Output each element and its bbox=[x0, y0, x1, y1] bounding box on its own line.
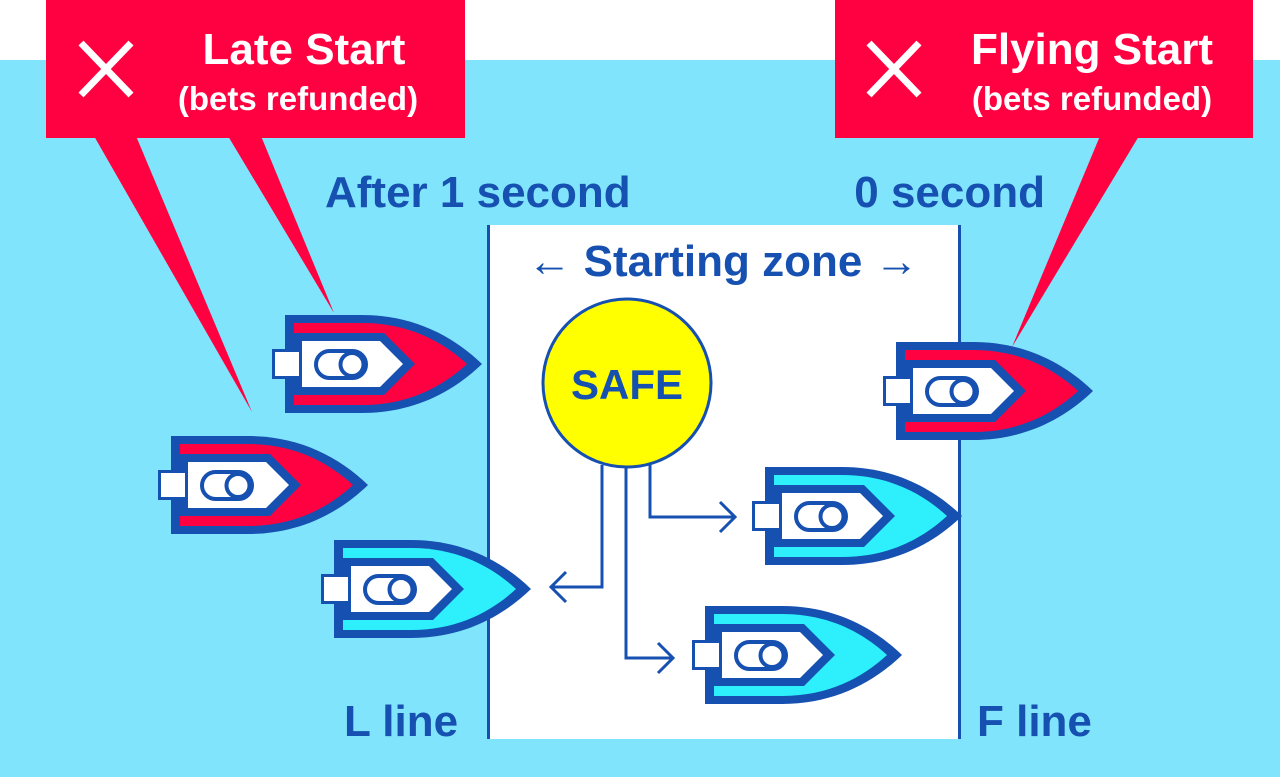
safe-boat-1 bbox=[321, 540, 531, 638]
arrow-to-safe-boat-1 bbox=[552, 465, 604, 589]
safe-label: SAFE bbox=[571, 361, 683, 408]
late-boat-1 bbox=[272, 315, 482, 413]
arrow-to-safe-boat-2 bbox=[648, 465, 735, 519]
arrow-to-safe-boat-3 bbox=[624, 465, 673, 660]
flying-start-callout: Flying Start (bets refunded) bbox=[835, 0, 1253, 347]
f-line-label: F line bbox=[977, 697, 1092, 746]
starting-zone-label: ← Starting zone → bbox=[527, 237, 918, 286]
boat-hull bbox=[752, 467, 962, 565]
zero-second-label: 0 second bbox=[854, 168, 1045, 217]
late-start-subtitle: (bets refunded) bbox=[178, 80, 418, 117]
after-one-second-label: After 1 second bbox=[325, 168, 631, 217]
callout-pointer bbox=[228, 136, 334, 313]
late-boat-2 bbox=[158, 436, 368, 534]
safe-boat-3 bbox=[692, 606, 902, 704]
late-start-title: Late Start bbox=[203, 25, 406, 74]
flying-boat bbox=[883, 342, 1093, 440]
flying-start-title: Flying Start bbox=[971, 25, 1213, 74]
l-line-label: L line bbox=[344, 697, 458, 746]
boat-hull bbox=[692, 606, 902, 704]
arrow-head-right-lower bbox=[656, 641, 676, 675]
boat-hull bbox=[158, 436, 368, 534]
boat-hull bbox=[272, 315, 482, 413]
arrow-head-right-upper bbox=[718, 500, 738, 534]
late-start-callout: Late Start (bets refunded) bbox=[46, 0, 465, 412]
arrow-head-left bbox=[548, 570, 568, 604]
boat-hull bbox=[883, 342, 1093, 440]
callout-box bbox=[835, 0, 1253, 138]
flying-start-subtitle: (bets refunded) bbox=[972, 80, 1212, 117]
cross-icon bbox=[78, 40, 134, 98]
boat-hull bbox=[321, 540, 531, 638]
cross-icon bbox=[866, 40, 922, 98]
callout-box bbox=[46, 0, 465, 138]
callout-pointer bbox=[1012, 136, 1139, 347]
safe-arrows bbox=[548, 465, 738, 675]
safe-boat-2 bbox=[752, 467, 962, 565]
safe-circle bbox=[541, 297, 713, 469]
callout-pointer bbox=[94, 136, 252, 412]
